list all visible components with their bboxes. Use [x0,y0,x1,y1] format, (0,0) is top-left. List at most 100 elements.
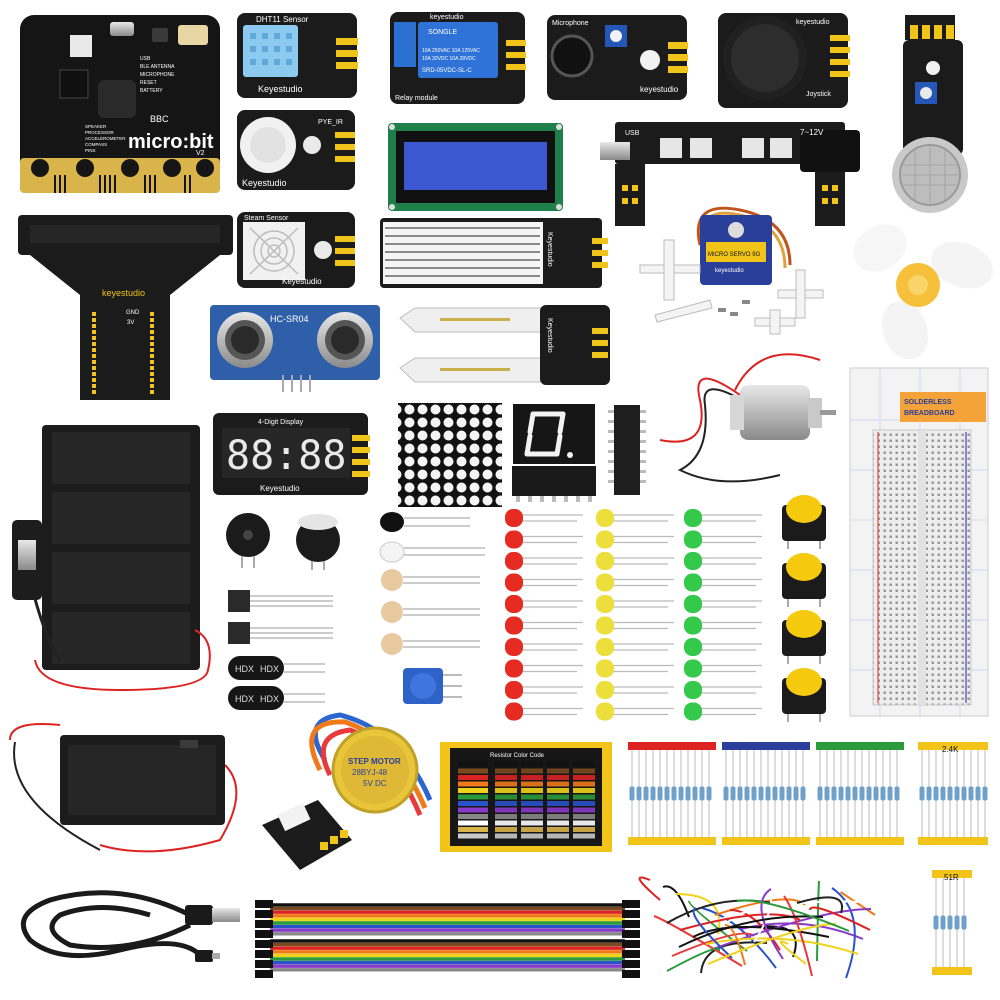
jumper-wire [729,909,781,951]
resistor-tape-top [722,742,810,750]
resistor-body [838,786,844,801]
steam-sensor-module: Steam Sensor Keyestudio [237,212,355,288]
jumper-wire [840,891,876,916]
push-button-cap [786,668,822,696]
color-band-cell [547,794,569,800]
color-band-cell [547,827,569,832]
push-buttons [782,495,826,722]
led [596,638,614,656]
ribbon-connector [255,950,273,958]
led [596,702,614,721]
ribbon-connector [255,970,273,978]
resistor-body [758,786,764,801]
ribbon-connector [622,970,640,978]
display4-title: 4-Digit Display [258,419,304,426]
color-band-cell [547,788,569,793]
led [596,552,614,570]
color-band-cell [573,820,595,826]
resistor-color-bands [458,762,595,839]
micro-servo-9g: MICRO SERVO 9G keyestudio [639,206,824,335]
stepper-label-1: STEP MOTOR [348,757,401,766]
breakout-pin [150,336,154,340]
color-band-swatch [458,794,488,800]
color-band-swatch [458,820,488,826]
usb-cable [20,890,240,962]
power-voltage-label: 7~12V [800,128,824,137]
microbit-feature-label: SPEAKER [85,124,107,129]
breakout-pin [150,360,154,364]
fan-propeller [853,224,993,360]
resistor-body [968,786,974,801]
color-band-cell [547,775,569,780]
color-band-cell [547,768,569,774]
resistor-tape-top [628,742,716,750]
dc-motor-with-leads [659,353,836,483]
led [596,595,614,613]
breakout-pin [92,354,96,358]
breakout-pin [150,354,154,358]
resistor-tape-bottom [722,837,810,845]
resistor-body [800,786,806,801]
microbit-feature-label: BATTERY [140,88,163,94]
resistor-body [657,786,663,801]
ribbon-connector [255,920,273,928]
breakout-pin [92,330,96,334]
steam-title: Steam Sensor [244,215,289,222]
color-band-cell [573,833,595,839]
relay-rating-2: 10A 30VDC 10A 28VDC [422,56,476,62]
breakout-pin [92,384,96,388]
breakout-pin [150,348,154,352]
color-band-cell [547,807,569,813]
color-band-cell [521,814,543,819]
resistor-body [744,786,750,801]
ribbon-connector [255,900,273,908]
power-usb-label: USB [625,130,640,137]
gas-sensor-module [892,15,968,213]
microbit-feature-label: USB [140,56,151,62]
color-band-swatch [458,807,488,813]
microbit-feature-label: PROCESSOR [85,130,115,135]
color-band-cell [521,775,543,780]
green-leds [684,509,762,721]
resistor-body [650,786,656,801]
resistor-body [947,786,953,801]
battery-box-2aa [9,723,238,853]
resistor-body [947,915,953,930]
color-band-cell [495,788,517,793]
resistor-body [636,786,642,801]
led [684,616,702,635]
jumper-wire [779,940,807,965]
resistor-tape-bottom [816,837,904,845]
led [505,659,523,678]
resistor-body [954,786,960,801]
breakout-pin [150,342,154,346]
color-band-cell [573,794,595,800]
resistor-body [954,915,960,930]
color-band-cell [547,820,569,826]
tilt-switch-mark-4: HDX [260,694,279,704]
led [684,638,702,656]
jumper-wire [724,924,746,966]
resistor-tape-top [918,742,988,750]
color-band-cell [573,768,595,774]
color-band-cell [495,833,517,839]
tilt-switch-mark-3: HDX [235,694,254,704]
resistor-body [765,786,771,801]
potentiometer [403,668,462,704]
color-band-cell [495,768,517,774]
color-band-cell [573,827,595,832]
dht11-brand: Keyestudio [258,84,303,94]
breakout-3v: 3V [127,320,134,326]
jumper-wire [809,906,871,931]
color-band-swatch [458,801,488,806]
led-dot-matrix-8x8 [398,403,502,507]
water-level-sensor: Keyestudio [380,218,608,288]
red-leds [505,509,583,721]
resistor-body [699,786,705,801]
color-band-swatch [458,827,488,832]
led [505,530,523,549]
servo-brand: keyestudio [715,268,744,274]
resistor-color-code-card: Resistor Color Code [440,742,612,852]
